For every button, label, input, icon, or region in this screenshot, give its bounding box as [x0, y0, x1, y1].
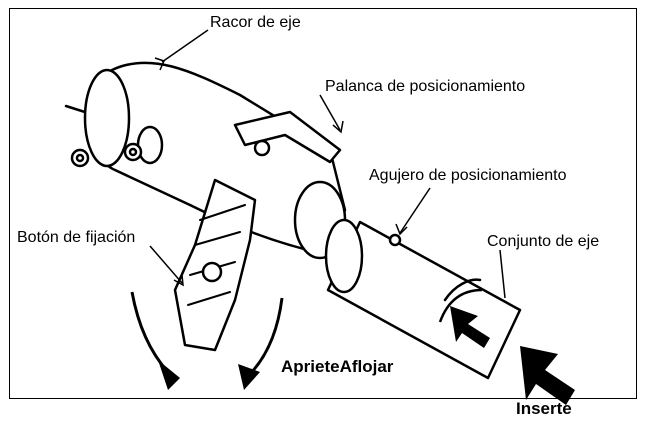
loosen-arrow-curve	[248, 297, 284, 376]
label-conjunto-de-eje: Conjunto de eje	[487, 233, 600, 250]
leader-palanca-arrow	[332, 120, 344, 134]
insert-arrow-small	[450, 306, 490, 348]
leader-racor	[161, 29, 209, 63]
lever-bolt	[253, 139, 271, 157]
positioning-lever	[233, 110, 342, 164]
leader-boton	[149, 245, 183, 284]
label-agujero-de-posicionamiento: Agujero de posicionamiento	[369, 167, 567, 184]
knob-ridges	[187, 204, 246, 306]
leader-boton-arrow	[173, 274, 184, 287]
positioning-hole	[388, 233, 402, 247]
leader-agujero-arrow	[395, 223, 408, 236]
bolt-left-center	[75, 153, 85, 163]
loosen-arrowhead	[238, 364, 260, 390]
label-boton-de-fijacion: Botón de fijación	[17, 229, 136, 246]
leader-conjunto	[499, 249, 506, 299]
label-apriete-aflojar: AprieteAflojar	[281, 357, 394, 376]
leader-palanca	[319, 94, 341, 131]
coupler-boss	[136, 125, 164, 165]
leader-racor-arrow	[154, 57, 166, 71]
insert-arrow-large	[520, 346, 575, 405]
figure-frame	[9, 8, 637, 399]
tighten-arrow-curve	[130, 291, 170, 374]
label-inserte: Inserte	[516, 399, 572, 418]
label-palanca-de-posicionamiento: Palanca de posicionamiento	[325, 78, 526, 95]
bolt-middle-center	[128, 147, 138, 157]
shaft-band	[443, 278, 482, 302]
tighten-arrowhead	[158, 360, 180, 390]
shaft-tube-end	[324, 218, 364, 294]
shaft-rotation-mark	[438, 288, 483, 323]
coupler-end-ring	[83, 68, 131, 168]
knob-screw	[201, 261, 223, 283]
leader-agujero	[399, 187, 431, 234]
label-racor-de-eje: Racor de eje	[210, 14, 301, 31]
